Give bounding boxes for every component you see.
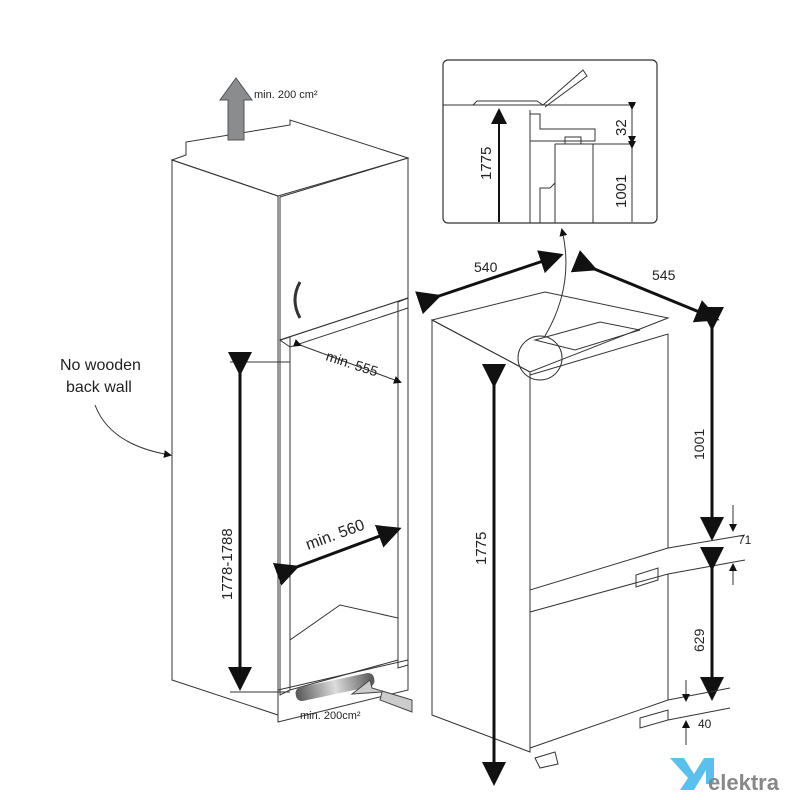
fridge-width-dimension <box>415 250 564 315</box>
cabinet-side-panel <box>171 159 279 716</box>
cabinet-depth-label: min. 555 <box>324 348 380 380</box>
detail-callout-circle <box>517 335 563 381</box>
cabinet-width-dimension <box>272 525 402 586</box>
fridge-hinge-plate <box>533 321 641 351</box>
logo-mark-icon <box>670 758 714 790</box>
top-vent-label: min. 200 cm² <box>254 89 318 101</box>
cabinet-frame-left <box>279 336 291 696</box>
inset-height-label: 1775 <box>478 147 495 180</box>
bottom-vent-grille <box>295 672 375 702</box>
cabinet-width-label: min. 560 <box>304 517 368 554</box>
built-in-fridge <box>430 291 670 769</box>
upper-door-label: 1001 <box>691 429 707 460</box>
gap-ext-top <box>667 534 746 549</box>
fridge-height-label: 1775 <box>473 532 490 565</box>
fridge-depth-dimension <box>570 250 720 323</box>
back-wall-pointer-arrow <box>94 404 172 458</box>
fridge-bottom-hinge <box>639 709 669 729</box>
elektra-logo: elektra <box>670 758 780 795</box>
cabinet-inner-floor <box>289 604 399 691</box>
kitchen-cabinet <box>170 119 410 723</box>
cabinet-frame-right <box>397 297 409 669</box>
cabinet-top <box>170 119 410 197</box>
fridge-width-label: 540 <box>474 259 498 275</box>
cabinet-upper-door <box>279 157 409 341</box>
cabinet-depth-dimension <box>292 339 402 384</box>
bottom-gap-label: 40 <box>698 717 712 731</box>
gap-label: 71 <box>738 533 752 547</box>
inset-door-label: 1001 <box>613 175 630 208</box>
back-wall-note-line2: back wall <box>66 379 132 396</box>
detail-callout-arrow <box>544 228 568 337</box>
bottom-ext-top <box>667 687 731 701</box>
bottom-ext-bottom <box>667 707 731 721</box>
fridge-lower-door <box>529 573 669 749</box>
lower-door-label: 629 <box>691 628 707 652</box>
door-handle <box>293 281 302 319</box>
logo-text: elektra <box>708 770 780 795</box>
air-outlet-arrow-icon <box>219 77 253 141</box>
air-inlet-arrow-icon <box>350 679 413 713</box>
fridge-upper-door <box>529 333 669 591</box>
fridge-middle-hinge <box>635 567 659 588</box>
bottom-vent-label: min. 200cm² <box>300 710 361 722</box>
back-wall-note: No wooden <box>60 357 141 374</box>
cabinet-height-label: 1778-1788 <box>219 528 236 600</box>
detail-inset <box>442 59 658 224</box>
cabinet-frame-top <box>278 297 409 348</box>
fridge-depth-label: 545 <box>652 267 676 283</box>
fridge-foot <box>534 751 559 769</box>
inset-gap-label: 32 <box>613 119 630 136</box>
cabinet-plinth <box>277 659 409 723</box>
